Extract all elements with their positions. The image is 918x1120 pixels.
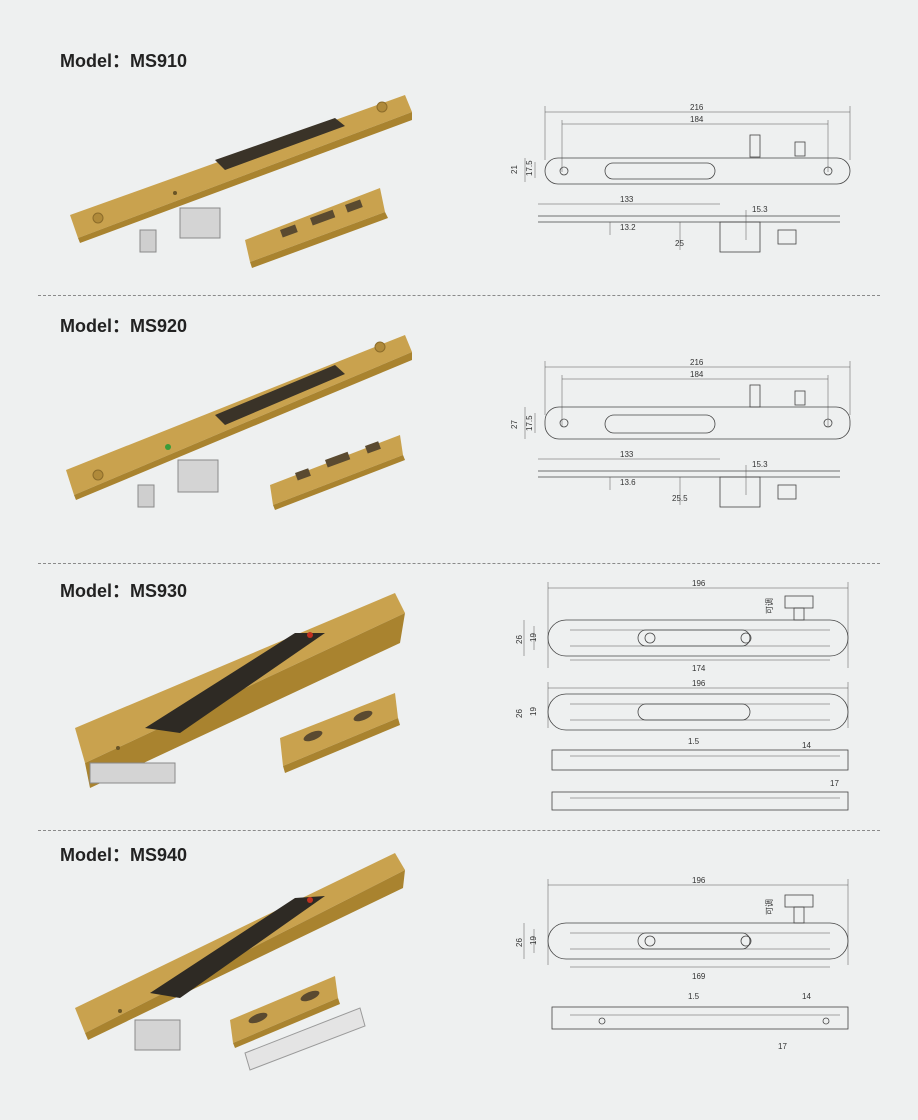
dim-height-inner: 17.5 bbox=[525, 415, 534, 431]
model-title: Model：MS910 bbox=[60, 51, 188, 71]
divider bbox=[38, 830, 880, 831]
section-ms940: Model：MS940 196 可调 26 19 169 bbox=[0, 830, 918, 1120]
dim-height-outer-b: 26 bbox=[515, 709, 524, 718]
dim-hook: 17 bbox=[830, 779, 839, 788]
divider bbox=[38, 563, 880, 564]
dim-latch: 15.3 bbox=[752, 205, 768, 214]
product-photo bbox=[70, 95, 412, 268]
dim-inner: 174 bbox=[692, 664, 706, 673]
dim-height-outer: 26 bbox=[515, 938, 524, 947]
dim-inner: 169 bbox=[692, 972, 706, 981]
dim-overall: 216 bbox=[690, 358, 704, 367]
adjust-label: 可调 bbox=[765, 899, 774, 915]
technical-drawing: 216 184 21 17.5 133 13.2 25 15.3 bbox=[510, 103, 851, 253]
product-photo bbox=[66, 335, 412, 510]
dim-tab: 14 bbox=[802, 741, 811, 750]
dim-depth: 13.2 bbox=[620, 223, 636, 232]
dim-overall-b: 196 bbox=[692, 679, 706, 688]
technical-drawing: 196 可调 26 19 169 1.5 14 17 bbox=[515, 876, 849, 1051]
dim-height-outer: 21 bbox=[510, 165, 519, 174]
dim-hook: 17 bbox=[778, 1042, 787, 1051]
dim-depth: 13.6 bbox=[620, 478, 636, 487]
dim-height-outer: 27 bbox=[510, 420, 519, 429]
dim-offset: 25 bbox=[675, 239, 684, 248]
product-photo bbox=[75, 593, 405, 788]
dim-hole-span: 184 bbox=[690, 370, 704, 379]
dim-hole-span: 184 bbox=[690, 115, 704, 124]
dim-overall: 196 bbox=[692, 876, 706, 885]
model-title: Model：MS940 bbox=[60, 845, 188, 865]
dim-tab: 14 bbox=[802, 992, 811, 1001]
dim-height-inner: 17.5 bbox=[525, 160, 534, 176]
divider bbox=[38, 295, 880, 296]
dim-gap: 1.5 bbox=[688, 992, 700, 1001]
product-photo bbox=[75, 853, 405, 1071]
dim-side-len: 133 bbox=[620, 450, 634, 459]
dim-height-inner: 19 bbox=[529, 633, 538, 642]
model-title: Model：MS930 bbox=[60, 581, 188, 601]
dim-gap: 1.5 bbox=[688, 737, 700, 746]
section-ms930: Model：MS930 196 可调 26 19 174 bbox=[0, 563, 918, 830]
technical-drawing: 196 可调 26 19 174 196 26 19 1.5 14 17 bbox=[515, 579, 849, 811]
dim-side-len: 133 bbox=[620, 195, 634, 204]
dim-height-outer: 26 bbox=[515, 635, 524, 644]
section-ms910: Model：MS910 216 184 21 17.5 bbox=[0, 0, 918, 295]
technical-drawing: 216 184 27 17.5 133 13.6 25.5 15.3 bbox=[510, 358, 851, 508]
dim-overall: 196 bbox=[692, 579, 706, 588]
dim-offset: 25.5 bbox=[672, 494, 688, 503]
section-ms920: Model：MS920 216 184 27 17.5 bbox=[0, 295, 918, 563]
dim-height-inner: 19 bbox=[529, 936, 538, 945]
adjust-label: 可调 bbox=[765, 598, 774, 614]
model-title: Model：MS920 bbox=[60, 316, 188, 336]
dim-overall: 216 bbox=[690, 103, 704, 112]
dim-height-inner-b: 19 bbox=[529, 707, 538, 716]
dim-latch: 15.3 bbox=[752, 460, 768, 469]
